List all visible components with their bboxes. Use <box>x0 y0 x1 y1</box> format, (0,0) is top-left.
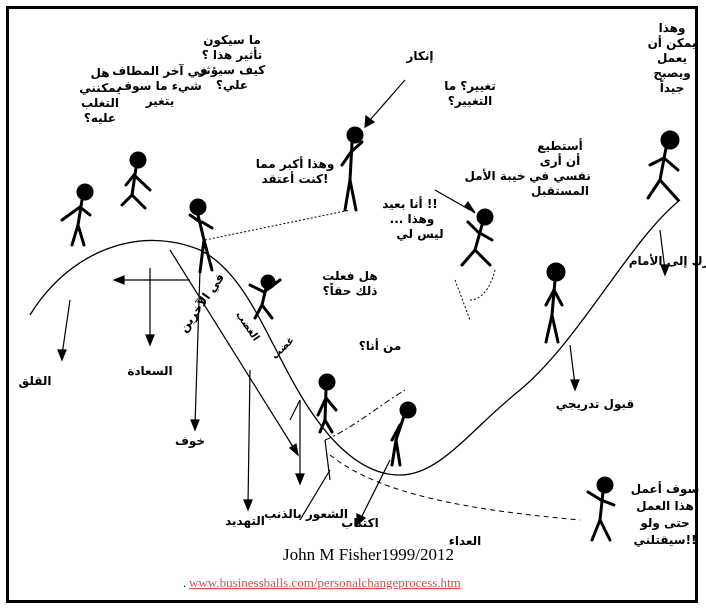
label-fear: خوف <box>175 434 205 449</box>
thought-it-can-work-3: يعمل <box>657 51 687 65</box>
thought-make-it-work-2: هذا العمل <box>636 499 694 513</box>
dotted-line <box>204 209 351 241</box>
thought-future-2: أن أرى <box>540 153 581 168</box>
figure-guilt <box>316 373 338 434</box>
label-hostility: العداء <box>449 534 482 548</box>
thought-at-last-1: في آخر المطاف <box>112 63 207 78</box>
thought-impact-2: تأثير هذا ؟ <box>202 47 263 62</box>
thought-not-me-1: أنا بعيد !! <box>382 196 438 211</box>
label-anger-mid: غضب <box>270 335 297 362</box>
thought-did-i-2: ذلك حقاً؟ <box>323 282 378 298</box>
thought-more-than-1: وهذا أكبر مما <box>256 156 335 172</box>
figure-moving-forward <box>646 130 680 202</box>
label-moving-forward: تحرك إلى الأمام <box>629 253 706 269</box>
label-disillusionment: خيبة الأمل <box>464 168 525 183</box>
thought-bubbles: هل يمكنني التغلب عليه؟ في آخر المطاف شيء… <box>79 21 699 547</box>
thought-it-can-work-4: ويصبح <box>653 66 690 81</box>
thought-not-me-2: ... وهذا <box>390 212 435 227</box>
thought-at-last-3: يتغير <box>145 94 175 108</box>
thought-impact-4: علي؟ <box>216 78 248 92</box>
url-prefix: . <box>183 575 187 590</box>
thought-make-it-work-4: سيقتلني!! <box>633 533 696 547</box>
label-depression: اكتئاب <box>341 516 378 530</box>
figure-denial <box>340 126 364 212</box>
thought-impact-1: ما سيكون <box>203 33 261 48</box>
dashed-line <box>329 454 581 521</box>
figure-happiness <box>120 151 152 210</box>
label-happiness: السعادة <box>127 364 172 378</box>
thought-future-4: المستقبل <box>531 184 589 198</box>
label-threat: التهديد <box>225 514 265 528</box>
dash-dot-line <box>324 389 406 441</box>
label-guilt: الشعور بالذنب <box>264 507 348 522</box>
figure-disillusionment <box>460 208 494 267</box>
label-denial: إنكار <box>405 49 433 63</box>
label-anxiety: القلق <box>19 374 52 388</box>
thought-can-i-cope-4: عليه؟ <box>84 111 116 125</box>
thought-can-i-cope-2: يمكنني <box>79 81 120 95</box>
thought-can-i-cope-1: هل <box>90 66 109 80</box>
thought-change-what-2: التغيير؟ <box>448 94 493 108</box>
thought-change-what-1: تغيير؟ ما <box>444 79 496 93</box>
label-gradual-acceptance: قبول تدريجي <box>556 397 635 412</box>
thought-can-i-cope-3: التغلب <box>81 96 119 110</box>
thought-it-can-work-5: جيداً <box>660 79 685 95</box>
thought-it-can-work-2: يمكن أن <box>648 35 697 50</box>
thought-future-3: نفسي في <box>529 169 591 183</box>
thought-make-it-work-3: حتى ولو <box>639 516 689 531</box>
figure-fear <box>188 198 214 274</box>
thought-did-i-1: هل فعلت <box>322 269 377 283</box>
thought-it-can-work-1: وهذا <box>659 21 686 36</box>
change-curve <box>29 199 681 476</box>
source-link[interactable]: www.businessballs.com/personalchangeproc… <box>189 575 461 590</box>
thought-make-it-work-1: سوف أعمل <box>631 481 700 497</box>
diagram-frame <box>6 6 698 603</box>
figure-anxiety <box>60 183 94 247</box>
figure-depression <box>390 401 417 467</box>
thought-impact-3: كيف سيؤثر <box>198 63 266 78</box>
figure-hostility <box>586 476 616 542</box>
thought-future-1: أستطيع <box>537 138 583 153</box>
arrows <box>57 79 670 527</box>
figure-acceptance <box>544 262 566 344</box>
figure-anger <box>248 274 282 320</box>
label-who-am-i: من أنا؟ <box>359 338 402 353</box>
thought-at-last-2: شيء ما سوف <box>118 79 202 94</box>
stick-figures <box>60 126 680 542</box>
credit-line: John M Fisher1999/2012 <box>283 545 454 564</box>
thought-not-me-3: ليس لي <box>396 227 443 241</box>
thought-more-than-2: كنت أعتقد! <box>261 171 328 186</box>
stage-labels: القلق السعادة خوف التهديد الشعور بالذنب … <box>19 49 706 548</box>
disillusionment-line <box>454 269 496 321</box>
